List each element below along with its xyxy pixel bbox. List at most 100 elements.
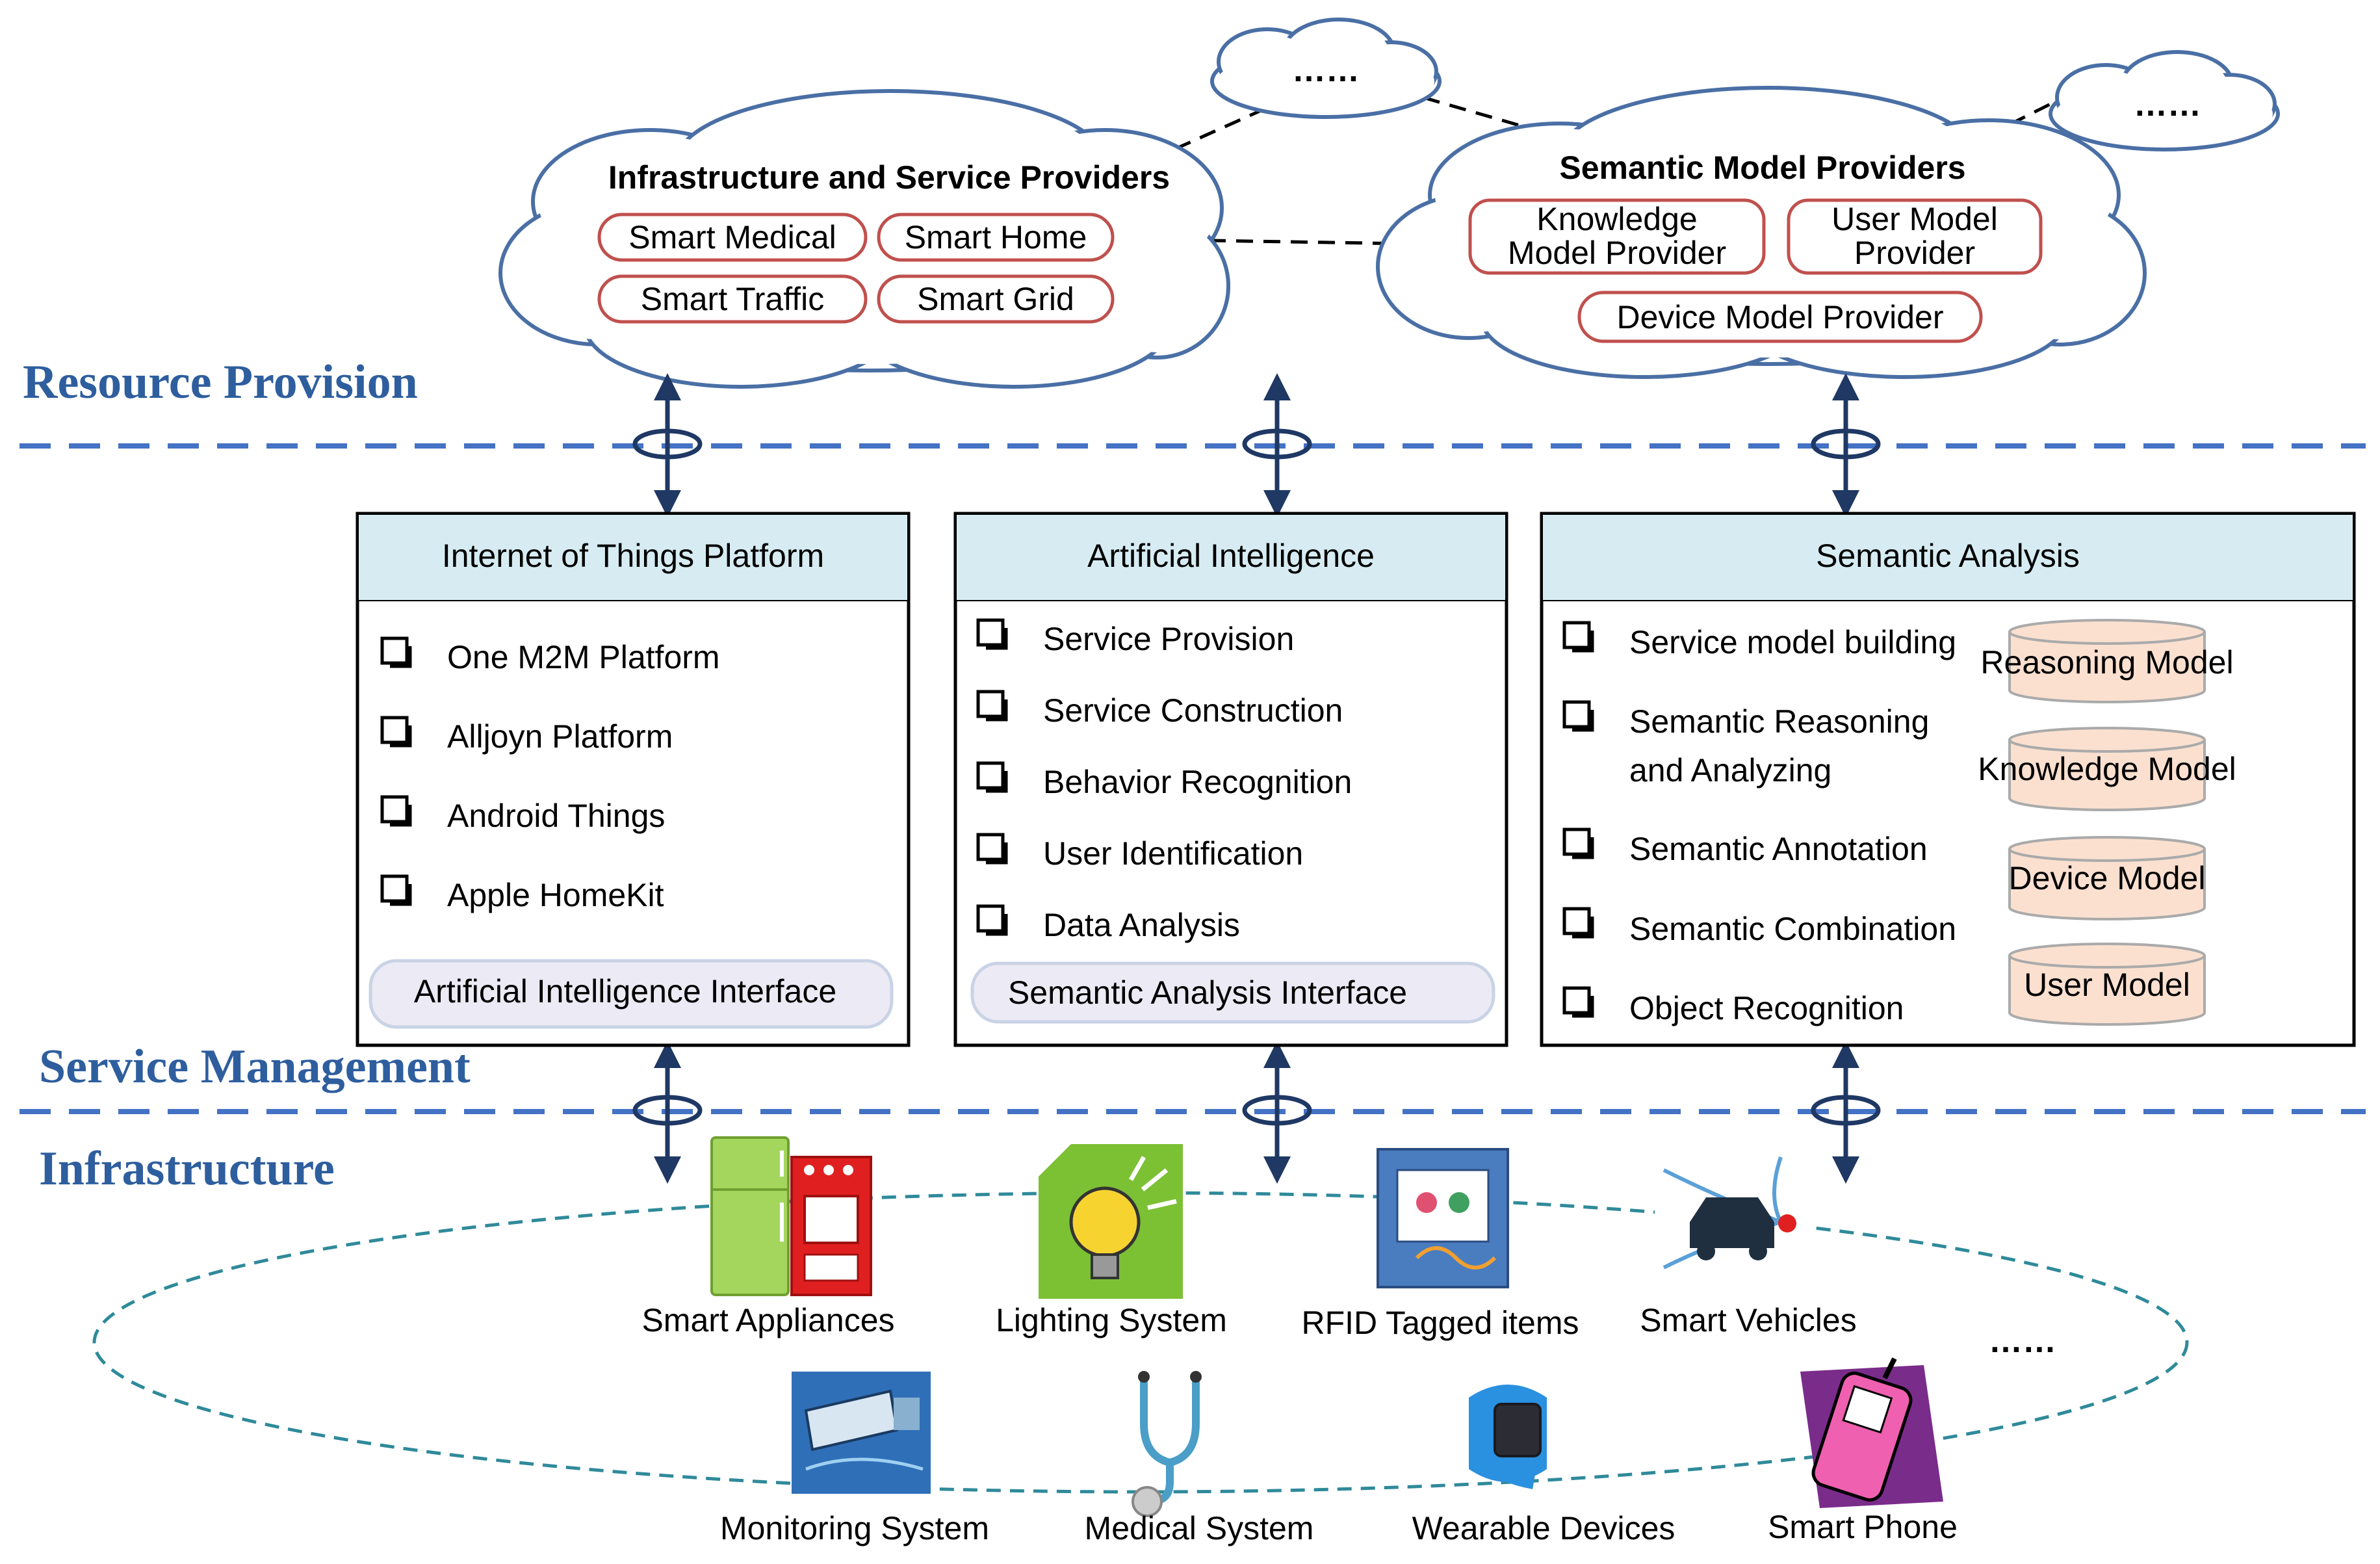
device-label-smart-phone: Smart Phone (1768, 1509, 1958, 1545)
checklist-semantic: Service model building Semantic Reasonin… (1562, 621, 1956, 1026)
layer-label-resource-provision: Resource Provision (23, 356, 418, 409)
svg-text:Reasoning Model: Reasoning Model (1980, 644, 2233, 681)
checkbox-icon (976, 904, 1008, 936)
list-item: Object Recognition (1629, 990, 1904, 1026)
ellipsis-right-text: …… (2134, 86, 2201, 124)
device-label-smart-appliances: Smart Appliances (641, 1302, 894, 1338)
connector-ring (1242, 428, 1312, 460)
cloud-ellipsis-right: …… (2049, 50, 2280, 151)
list-item: User Identification (1043, 835, 1303, 872)
box-semantic-analysis: Semantic Analysis Service model building… (1540, 512, 2356, 1047)
checkbox-icon (1562, 621, 1594, 653)
list-item: Semantic Annotation (1629, 831, 1928, 867)
checkbox-icon (380, 795, 412, 827)
checklist-ai: Service Provision Service Construction B… (976, 618, 1352, 943)
list-item: Apple HomeKit (447, 877, 664, 913)
svg-text:Device Model: Device Model (2009, 860, 2206, 896)
interface-label-ai: Artificial Intelligence Interface (414, 973, 836, 1010)
connector-ring (632, 1095, 703, 1126)
svg-text:User Model: User Model (2024, 967, 2190, 1003)
svg-text:Provider: Provider (1854, 235, 1975, 271)
model-cylinder-user: User Model (2008, 943, 2206, 1026)
interface-pill-ai (369, 959, 894, 1029)
device-label-monitoring-system: Monitoring System (720, 1510, 989, 1546)
rfid-tagged-items-icon (1377, 1148, 1509, 1288)
cloud-semantic-model-providers: Semantic Model Providers Knowledge Model… (1376, 86, 2147, 379)
interface-label-semantic: Semantic Analysis Interface (1008, 974, 1407, 1011)
checkbox-icon (380, 636, 412, 668)
devices-ellipsis: …… (1989, 1322, 2056, 1360)
svg-text:Smart Medical: Smart Medical (628, 219, 836, 255)
svg-text:Device Model Provider: Device Model Provider (1617, 299, 1944, 335)
svg-text:Knowledge: Knowledge (1536, 201, 1697, 237)
smart-appliances-icon (710, 1136, 872, 1296)
checkbox-icon (380, 874, 412, 906)
box-artificial-intelligence: Artificial Intelligence Service Provisio… (953, 512, 1508, 1047)
checklist-iot: One M2M Platform Alljoyn Platform Androi… (380, 636, 720, 913)
checkbox-icon (1562, 907, 1594, 939)
model-cylinder-reasoning: Reasoning Model (1980, 619, 2234, 703)
connector-ring (1242, 1095, 1312, 1126)
svg-text:Smart Grid: Smart Grid (917, 281, 1074, 317)
smart-vehicles-icon (1655, 1149, 1808, 1283)
layer-label-infrastructure: Infrastructure (39, 1142, 335, 1195)
wearable-devices-icon (1469, 1385, 1547, 1489)
lighting-system-icon (1039, 1144, 1183, 1299)
list-item: Semantic Combination (1629, 911, 1956, 947)
list-item: Behavior Recognition (1043, 764, 1352, 800)
cloud-ellipsis-top: …… (1210, 18, 1442, 119)
model-cylinder-device: Device Model (2008, 836, 2206, 920)
provider-pill-smart-medical: Smart Medical (597, 213, 868, 262)
smart-phone-icon (1800, 1357, 1943, 1508)
svg-text:Smart Traffic: Smart Traffic (641, 281, 824, 317)
connector-ring (632, 428, 703, 460)
provider-pill-smart-traffic: Smart Traffic (597, 274, 868, 324)
medical-system-icon (1132, 1371, 1202, 1517)
list-item: Semantic Reasoning (1629, 703, 1929, 740)
provider-pill-smart-grid: Smart Grid (877, 274, 1115, 324)
cloud-title-semantic-model-providers: Semantic Model Providers (1559, 150, 1965, 186)
connector-ring (1811, 428, 1881, 460)
checkbox-icon (976, 618, 1008, 650)
svg-text:User Model: User Model (1831, 201, 1998, 237)
provider-pill-device-model: Device Model Provider (1577, 291, 1983, 343)
list-item: Alljoyn Platform (447, 718, 673, 755)
provider-pill-knowledge-model: Knowledge Model Provider (1468, 198, 1766, 275)
layer-label-service-management: Service Management (39, 1040, 471, 1093)
device-label-medical-system: Medical System (1085, 1510, 1314, 1546)
connector-ring (1811, 1095, 1881, 1126)
cloud-infrastructure-providers: Infrastructure and Service Providers Sma… (498, 89, 1230, 389)
interface-pill-semantic (970, 961, 1495, 1024)
provider-pill-user-model: User Model Provider (1787, 198, 2043, 275)
checkbox-icon (1562, 828, 1594, 859)
provider-pill-smart-home: Smart Home (877, 213, 1115, 262)
cloud-title-infrastructure-providers: Infrastructure and Service Providers (608, 159, 1170, 196)
box-title-iot: Internet of Things Platform (442, 538, 824, 574)
device-label-lighting-system: Lighting System (996, 1302, 1227, 1338)
svg-text:Knowledge Model: Knowledge Model (1978, 751, 2236, 787)
list-item: Android Things (447, 798, 665, 834)
list-item-continuation: and Analyzing (1629, 752, 1831, 789)
list-item: Data Analysis (1043, 907, 1240, 943)
connectors (632, 373, 1881, 1184)
list-item: Service Provision (1043, 621, 1294, 657)
model-cylinder-knowledge: Knowledge Model (1978, 727, 2236, 811)
checkbox-icon (976, 690, 1008, 722)
box-iot-platform: Internet of Things Platform One M2M Plat… (356, 512, 911, 1047)
list-item: Service model building (1629, 624, 1956, 660)
svg-text:Smart Home: Smart Home (905, 219, 1087, 255)
device-label-smart-vehicles: Smart Vehicles (1640, 1302, 1856, 1338)
checkbox-icon (1562, 986, 1594, 1018)
ellipsis-top-text: …… (1292, 51, 1360, 89)
box-title-semantic: Semantic Analysis (1816, 538, 2080, 574)
box-title-ai: Artificial Intelligence (1087, 538, 1375, 574)
monitoring-system-icon (792, 1372, 931, 1494)
checkbox-icon (380, 716, 412, 748)
device-label-wearable-devices: Wearable Devices (1412, 1510, 1675, 1546)
checkbox-icon (976, 761, 1008, 793)
list-item: One M2M Platform (447, 639, 720, 675)
list-item: Service Construction (1043, 692, 1343, 729)
svg-text:Model Provider: Model Provider (1508, 235, 1726, 271)
device-label-rfid-tagged-items: RFID Tagged items (1301, 1305, 1579, 1341)
